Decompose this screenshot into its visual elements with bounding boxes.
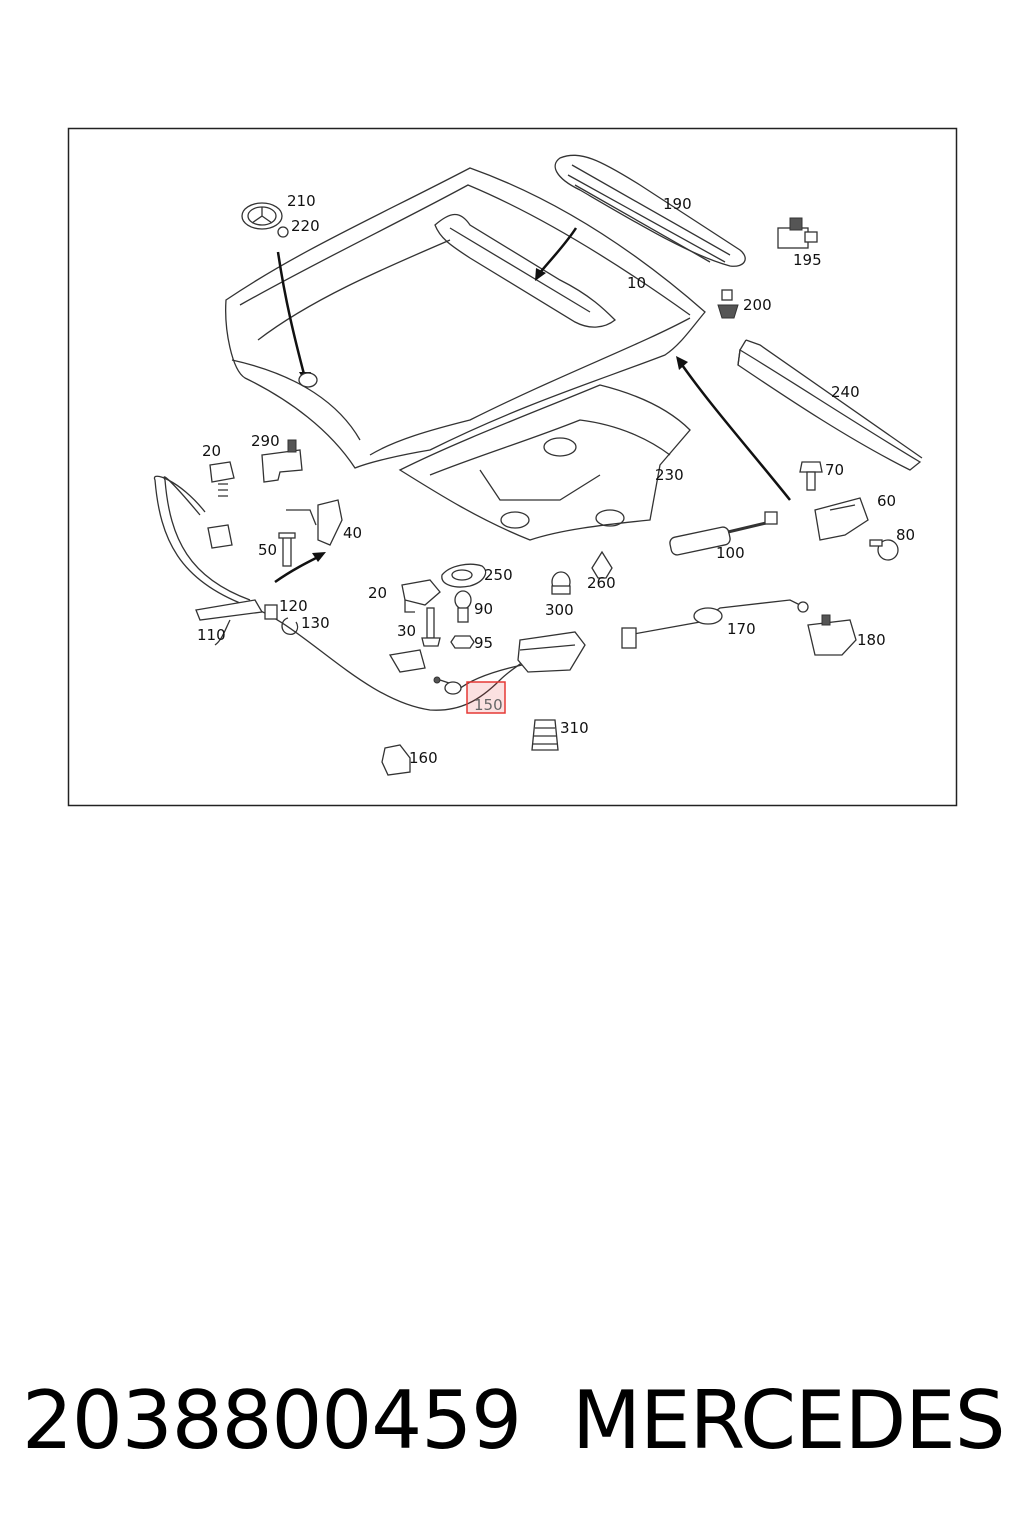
part-20-lock-center [401, 579, 441, 613]
brand-name: MERCEDES [572, 1374, 1006, 1467]
callout-310: 310 [560, 719, 589, 737]
part-310-bellows [531, 719, 559, 751]
callout-195: 195 [793, 251, 822, 269]
callout-230: 230 [655, 466, 684, 484]
callout-290: 290 [251, 432, 280, 450]
part-200-screw [717, 289, 739, 319]
callout-40: 40 [343, 524, 362, 542]
part-80-bolt [869, 539, 899, 561]
callout-80: 80 [896, 526, 915, 544]
part-250-pad [441, 563, 487, 588]
callout-180: 180 [857, 631, 886, 649]
part-260-clip [591, 550, 613, 579]
part-40-latch [286, 499, 343, 546]
callout-60: 60 [877, 492, 896, 510]
callout-120: 120 [279, 597, 308, 615]
part-240-cowl-seal [737, 339, 923, 471]
part-20-lock-left [207, 461, 235, 549]
callout-95: 95 [474, 634, 493, 652]
callout-150: 150 [474, 696, 503, 714]
callout-170: 170 [727, 620, 756, 638]
callout-20b: 20 [368, 584, 387, 602]
hood-panel [225, 167, 706, 541]
callout-130: 130 [301, 614, 330, 632]
part-60-hinge [814, 497, 869, 541]
part-195-clip [777, 217, 818, 249]
callout-labels: 10 20 20 30 40 50 60 70 80 90 95 100 110… [197, 192, 915, 767]
callout-70: 70 [825, 461, 844, 479]
part-number: 2038800459 [22, 1374, 522, 1467]
callout-110: 110 [197, 626, 226, 644]
part-100-gas-strut [669, 511, 778, 556]
part-210-emblem [241, 202, 283, 230]
part-150-release-handle [444, 631, 586, 695]
callout-20a: 20 [202, 442, 221, 460]
parts-diagram: 10 20 20 30 40 50 60 70 80 90 95 100 110… [67, 127, 958, 807]
part-180-bracket [807, 614, 857, 656]
part-130-clip [281, 617, 299, 635]
callout-100: 100 [716, 544, 745, 562]
callout-250: 250 [484, 566, 513, 584]
callout-150-highlight [466, 681, 506, 714]
part-50-bolt [278, 532, 296, 567]
callout-210: 210 [287, 192, 316, 210]
part-160-clip [381, 744, 411, 776]
callout-300: 300 [545, 601, 574, 619]
callout-30: 30 [397, 622, 416, 640]
diagram-frame [67, 127, 958, 807]
callout-90: 90 [474, 600, 493, 618]
part-300-buffer [551, 571, 571, 595]
part-170-cable [621, 599, 809, 649]
part-120-bushing [264, 604, 278, 620]
part-30-bolt [421, 607, 441, 647]
callout-160: 160 [409, 749, 438, 767]
part-lock-assembly [388, 649, 456, 686]
callout-50: 50 [258, 541, 277, 559]
callout-200: 200 [743, 296, 772, 314]
callout-190: 190 [663, 195, 692, 213]
part-90-buffer [454, 590, 472, 623]
part-190-grille [554, 154, 746, 267]
part-70-bolt [799, 461, 823, 491]
callout-240: 240 [831, 383, 860, 401]
part-220-grommet [277, 226, 318, 388]
callout-220: 220 [291, 217, 320, 235]
part-95-nut [450, 635, 475, 649]
callout-10: 10 [627, 274, 646, 292]
caption-bar: 2038800459 MERCEDES [0, 1366, 1024, 1476]
callout-260: 260 [587, 574, 616, 592]
part-290-bracket [261, 439, 303, 483]
